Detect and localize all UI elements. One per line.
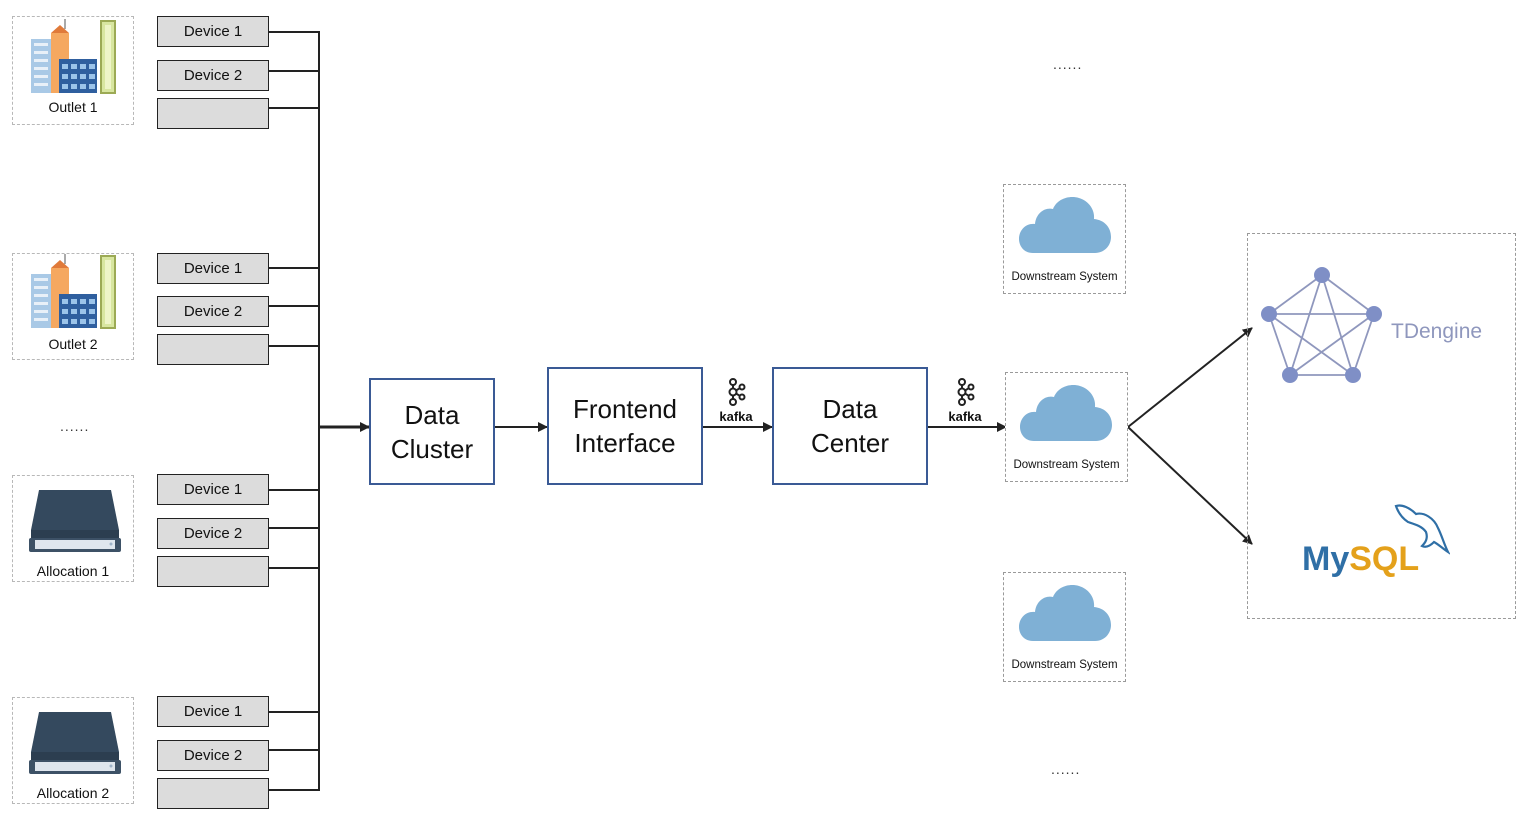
site-label: Allocation 1 <box>36 563 110 579</box>
tdengine-icon <box>1261 267 1382 383</box>
site-outlet-2: Outlet 2 <box>12 253 134 360</box>
device-box: Device 1 <box>157 253 269 284</box>
device-box: Device 2 <box>157 60 269 91</box>
cloud-icon <box>1019 585 1111 641</box>
frontend-line2: Interface <box>574 428 676 458</box>
site-allocation-1: Allocation 1 <box>12 475 134 582</box>
data-cluster-line1: Data <box>404 399 460 430</box>
site-label: Outlet 1 <box>48 99 98 115</box>
arrow-to-tdengine <box>1127 327 1253 428</box>
kafka-logo: kafka <box>714 378 758 424</box>
building-icon <box>31 19 116 94</box>
device-box: Device 1 <box>157 696 269 727</box>
scanner-icon <box>29 490 121 552</box>
ellipsis: ...... <box>60 418 90 434</box>
mysql-logo: MySQL <box>1302 540 1419 579</box>
site-label: Allocation 2 <box>36 785 110 801</box>
cloud-icon <box>1020 385 1112 441</box>
device-box: Device 2 <box>157 296 269 327</box>
building-icon <box>31 254 116 329</box>
frontend-line1: Frontend <box>572 394 678 424</box>
device-box-blank <box>157 778 269 809</box>
downstream-system-box: Downstream System <box>1003 184 1126 294</box>
device-box-blank <box>157 556 269 587</box>
device-box-blank <box>157 334 269 365</box>
kafka-label: kafka <box>948 409 982 424</box>
downstream-label: Downstream System <box>1011 271 1118 283</box>
downstream-system-box: Downstream System <box>1005 372 1128 482</box>
data-center-line2: Center <box>810 428 890 458</box>
device-box: Device 2 <box>157 740 269 771</box>
ellipsis: ...... <box>1051 761 1081 777</box>
mysql-label-my: My <box>1302 540 1350 578</box>
downstream-label: Downstream System <box>1013 459 1120 471</box>
site-outlet-1: Outlet 1 <box>12 16 134 125</box>
arrow-to-mysql <box>1127 426 1253 545</box>
scanner-icon <box>29 712 121 774</box>
site-label: Outlet 2 <box>48 336 98 352</box>
cloud-icon <box>1019 197 1111 253</box>
kafka-icon <box>728 378 746 406</box>
data-center-line1: Data <box>822 394 878 424</box>
data-cluster-line2: Cluster <box>390 433 474 464</box>
device-box: Device 2 <box>157 518 269 549</box>
downstream-system-box: Downstream System <box>1003 572 1126 682</box>
site-allocation-2: Allocation 2 <box>12 697 134 804</box>
device-box: Device 1 <box>157 16 269 47</box>
dolphin-icon <box>1394 504 1450 555</box>
device-box-blank <box>157 98 269 129</box>
database-group-box <box>1247 233 1516 619</box>
kafka-logo: kafka <box>943 378 987 424</box>
ellipsis: ...... <box>1053 56 1083 72</box>
tdengine-label: TDengine <box>1391 320 1483 343</box>
kafka-label: kafka <box>719 409 753 424</box>
mysql-label-sql: SQL <box>1349 540 1420 578</box>
device-box: Device 1 <box>157 474 269 505</box>
downstream-label: Downstream System <box>1011 659 1118 671</box>
kafka-icon <box>957 378 975 406</box>
